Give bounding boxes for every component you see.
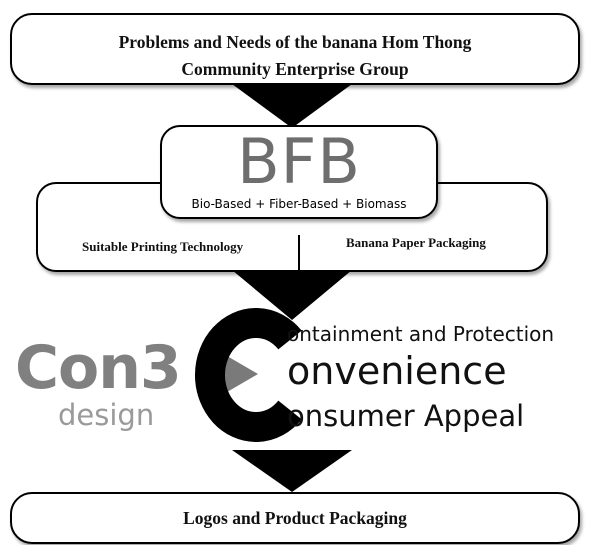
- problems-needs-box: Problems and Needs of the banana Hom Tho…: [10, 13, 580, 85]
- bfb-box: BFB Bio-Based + Fiber-Based + Biomass: [160, 125, 438, 219]
- arrow-down-1: [232, 84, 352, 128]
- convenience-text: onvenience: [287, 349, 507, 393]
- printing-technology-label: Suitable Printing Technology: [82, 239, 244, 254]
- con3-logo-sub: design: [58, 398, 155, 432]
- arrow-down-3: [232, 450, 352, 492]
- banana-paper-label: Banana Paper Packaging: [346, 235, 486, 250]
- arrow-down-2: [232, 270, 352, 320]
- problems-needs-text: Problems and Needs of the banana Hom Tho…: [118, 32, 472, 79]
- containment-protection-text: ontainment and Protection: [287, 322, 555, 346]
- logos-packaging-box: Logos and Product Packaging: [10, 492, 580, 544]
- con3-logo-main: Con3: [15, 333, 182, 403]
- big-c-letter-icon: [194, 308, 302, 442]
- consumer-appeal-text: onsumer Appeal: [287, 399, 525, 433]
- bfb-title: BFB: [237, 125, 361, 198]
- bfb-subtitle: Bio-Based + Fiber-Based + Biomass: [191, 197, 407, 211]
- logos-packaging-text: Logos and Product Packaging: [183, 508, 407, 528]
- branch-divider: [298, 235, 300, 272]
